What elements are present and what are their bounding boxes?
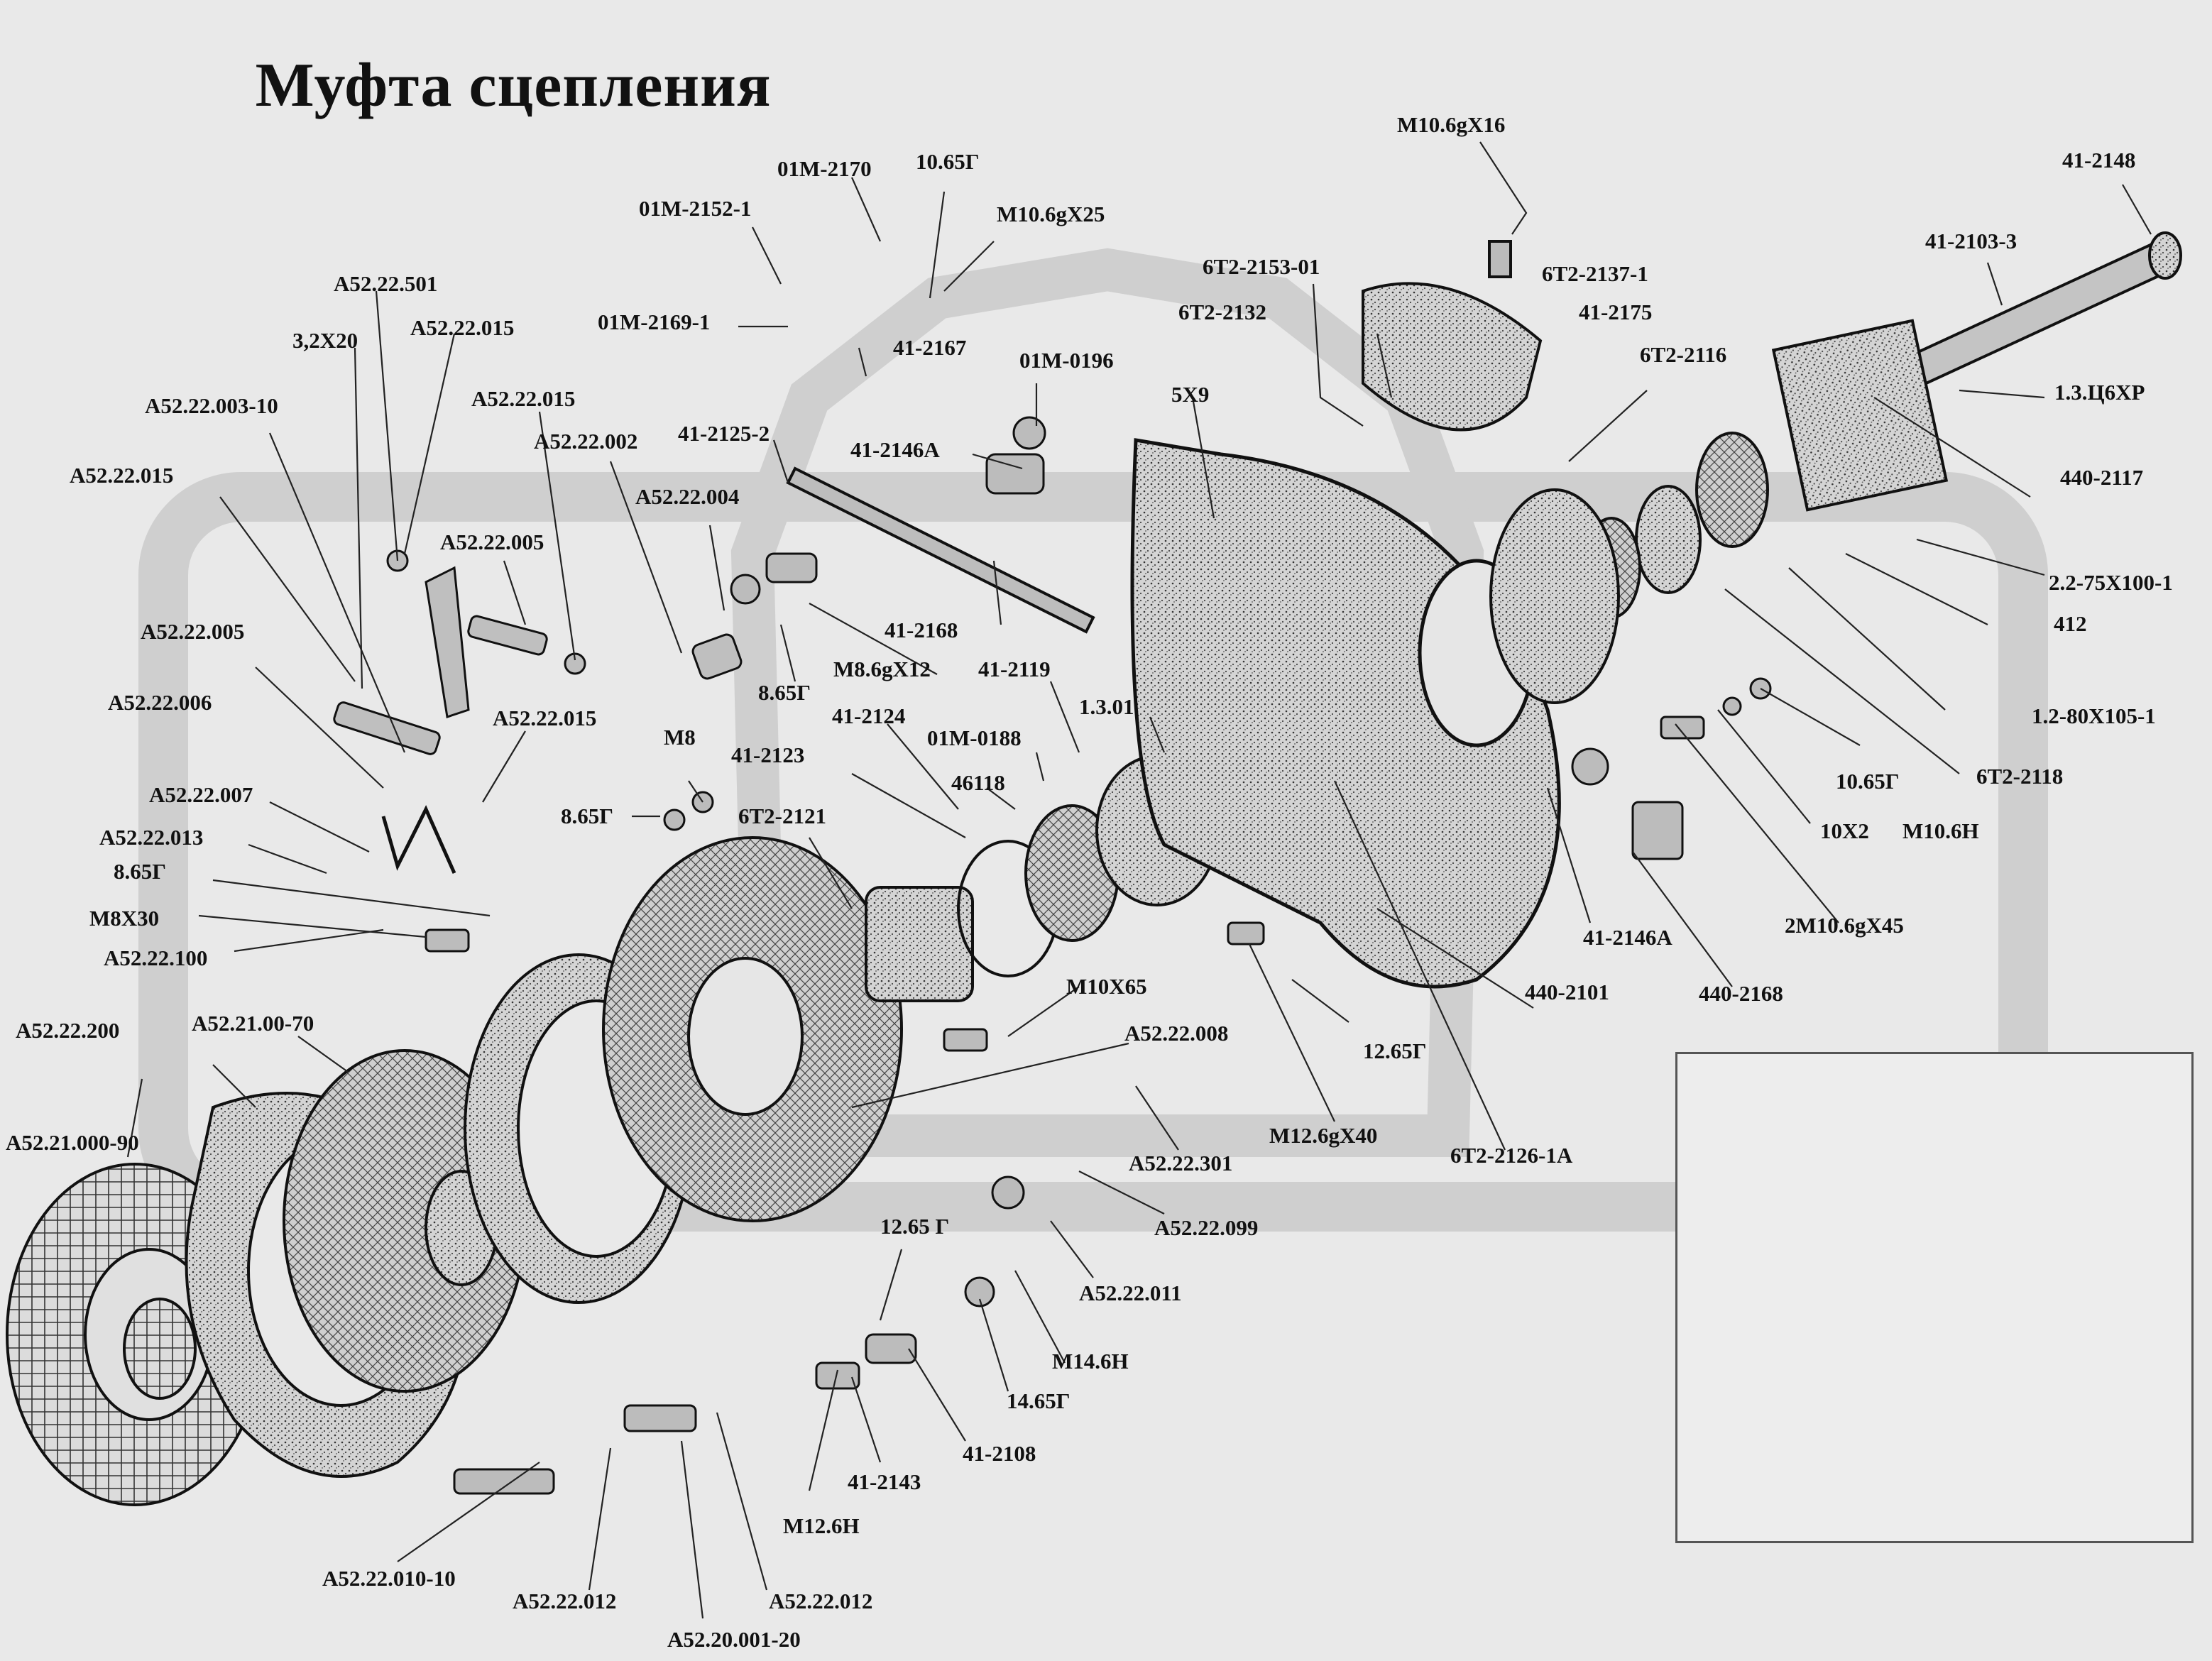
part-label: 01М-2152-1: [639, 196, 752, 221]
part-label: 6Т2-2132: [1178, 300, 1266, 324]
part-label: 6Т2-2137-1: [1542, 261, 1648, 286]
part-label: 41-2119: [978, 657, 1051, 681]
part-label: 41-2146А: [850, 437, 940, 462]
part-label: 01М-0196: [1019, 348, 1114, 373]
part-label: А52.20.001-20: [667, 1627, 801, 1652]
part-label: 41-2167: [893, 335, 967, 360]
part-label: А52.22.010-10: [322, 1566, 456, 1591]
part-label: М10.6gХ25: [997, 202, 1105, 226]
part-label: 10.65Г: [916, 149, 980, 174]
pressure-plate: [602, 836, 903, 1222]
part-label: А52.22.006: [108, 690, 212, 715]
bearings-right: [1489, 432, 1769, 704]
part-label: 440-2101: [1525, 980, 1609, 1004]
part-label: А52.22.100: [104, 945, 208, 970]
release-lever-parts: [333, 549, 743, 875]
part-label: А52.22.004: [635, 484, 740, 509]
part-label: 41-2125-2: [678, 421, 770, 446]
part-label: 41-2123: [731, 742, 805, 767]
watermark-logo: [138, 248, 2048, 1232]
part-label: М8: [664, 725, 696, 750]
part-label: А52.22.015: [410, 315, 515, 340]
housing-cover: [1362, 240, 1543, 432]
part-label: 8.65Г: [758, 680, 811, 705]
part-label: 412: [2054, 611, 2087, 636]
part-label: А52.22.011: [1079, 1281, 1182, 1305]
part-label: М10.6Н: [1902, 818, 1979, 843]
part-label: 41-2146А: [1583, 925, 1672, 950]
part-label: 8.65Г: [561, 804, 613, 828]
part-label: М12.6Н: [783, 1513, 860, 1538]
page-title: Муфта сцепления: [255, 51, 772, 120]
part-label: 440-2117: [2060, 465, 2144, 490]
part-label: 6Т2-2118: [1976, 764, 2064, 789]
part-label: А52.22.002: [534, 429, 638, 454]
part-label: М10.6gХ16: [1397, 112, 1506, 137]
part-label: А52.22.005: [141, 619, 245, 644]
part-label: 6Т2-2153-01: [1203, 254, 1320, 279]
location-inset-frame: [1675, 1052, 2194, 1543]
part-label: А52.22.015: [70, 463, 174, 488]
part-label: 01М-0188: [927, 725, 1022, 750]
clutch-housing: [1130, 438, 1561, 989]
part-label: 6Т2-2121: [738, 804, 826, 828]
part-label: А52.22.301: [1129, 1151, 1233, 1175]
part-label: 1.3.Ц6ХР: [2054, 380, 2145, 405]
part-label: А52.22.007: [149, 782, 253, 807]
part-label: А52.22.008: [1124, 1021, 1229, 1046]
leader-lines: [126, 141, 2152, 1619]
part-label: 8.65Г: [114, 859, 166, 884]
part-label: 01М-2169-1: [598, 309, 711, 334]
small-fasteners: [425, 416, 1772, 1495]
part-label: 41-2148: [2062, 148, 2136, 172]
part-label: 6Т2-2116: [1640, 342, 1727, 367]
part-label: 46118: [951, 770, 1005, 795]
part-label: 1.3.01: [1079, 694, 1134, 719]
part-label: 14.65Г: [1007, 1388, 1071, 1413]
part-label: А52.22.015: [471, 386, 576, 411]
part-label: 41-2108: [963, 1441, 1036, 1466]
part-label: 3,2Х20: [292, 328, 358, 353]
part-label: М10Х65: [1066, 974, 1147, 999]
fork-shaft: [786, 466, 1095, 634]
part-label: 2М10.6gХ45: [1785, 913, 1904, 938]
part-label: А52.22.005: [440, 530, 544, 554]
part-label: 41-2143: [848, 1469, 921, 1494]
part-label: 01М-2170: [777, 156, 872, 181]
part-label: 41-2175: [1579, 300, 1653, 324]
part-label: А52.22.012: [769, 1589, 873, 1613]
part-label: А52.22.099: [1154, 1215, 1259, 1240]
part-label: 12.65 Г: [880, 1214, 950, 1239]
input-shaft: [1771, 231, 2182, 512]
part-label: 41-2168: [885, 618, 958, 642]
part-label: А52.22.200: [16, 1018, 120, 1043]
part-label: А52.22.012: [513, 1589, 617, 1613]
part-label: А52.21.000-90: [6, 1130, 139, 1155]
part-label: 41-2103-3: [1925, 229, 2017, 253]
part-label: 1.2-80Х105-1: [2032, 703, 2156, 728]
part-label: 6Т2-2126-1А: [1450, 1143, 1573, 1168]
part-label: А52.21.00-70: [192, 1011, 314, 1036]
part-label: М8.6gХ12: [833, 657, 931, 681]
part-label: 440-2168: [1699, 981, 1783, 1006]
part-label: А52.22.003-10: [145, 393, 278, 418]
part-label: А52.22.013: [99, 825, 204, 850]
part-label: 41-2124: [832, 703, 906, 728]
part-label: М8Х30: [89, 906, 160, 931]
part-label: 2.2-75Х100-1: [2049, 570, 2173, 595]
part-label: 10.65Г: [1836, 769, 1900, 794]
part-label: 12.65Г: [1363, 1038, 1427, 1063]
part-label: 5Х9: [1171, 382, 1210, 407]
part-label: А52.22.501: [334, 271, 438, 296]
part-label: М14.6Н: [1052, 1349, 1129, 1374]
part-label: 10Х2: [1820, 818, 1869, 843]
part-label: А52.22.015: [493, 706, 597, 730]
part-label: М12.6gХ40: [1269, 1123, 1378, 1148]
